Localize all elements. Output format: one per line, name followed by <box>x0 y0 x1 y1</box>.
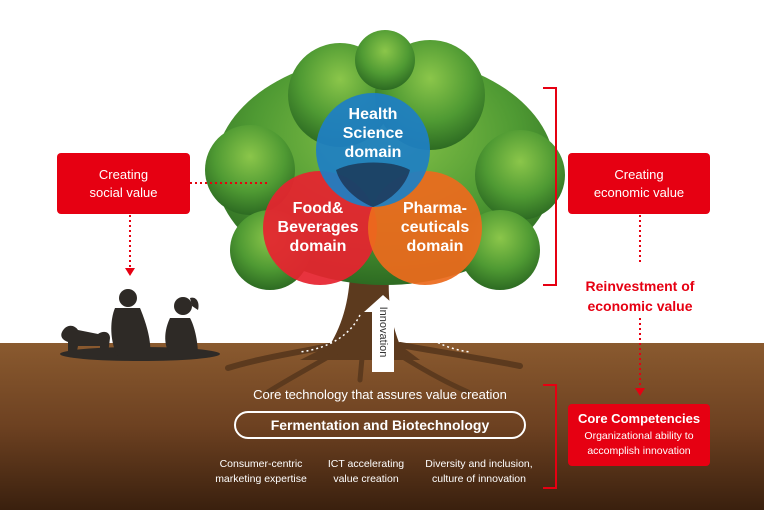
innovation-label: Innovation <box>377 306 389 358</box>
social-value-line-1: Creating <box>98 166 149 182</box>
fermentation-pill <box>234 411 526 439</box>
food-line-1: Food& <box>292 200 344 217</box>
arrow-heads <box>125 268 645 396</box>
pharma-line-3: domain <box>406 238 464 255</box>
health-line-1: Health <box>348 106 398 123</box>
overlap-center <box>336 162 410 207</box>
competency-item-ict: ICT accelerating value creation <box>316 457 416 487</box>
ict-line-2: value creation <box>333 473 399 485</box>
food-domain-label: Food& Beverages domain <box>268 199 368 256</box>
diversity-line-1: Diversity and inclusion, <box>425 458 533 470</box>
innovation-arrow <box>364 295 402 372</box>
reinvestment-text: Reinvestment of economic value <box>570 276 710 316</box>
core-competencies-box: Core Competencies Organizational ability… <box>568 404 710 466</box>
creating-economic-value-box: Creating economic value <box>568 153 710 214</box>
health-line-3: domain <box>344 144 402 161</box>
core-competencies-line-1: Organizational ability to <box>584 430 694 442</box>
root-accents <box>299 314 471 353</box>
competency-item-marketing: Consumer-centric marketing expertise <box>196 457 326 487</box>
tree-roots <box>225 342 523 395</box>
fermentation-text: Fermentation and Biotechnology <box>270 417 490 433</box>
roots-bracket <box>543 384 557 489</box>
canopy-bracket <box>543 87 557 286</box>
reinvestment-line-1: Reinvestment of <box>585 278 695 294</box>
food-line-3: domain <box>289 238 347 255</box>
competency-item-diversity: Diversity and inclusion, culture of inno… <box>414 457 544 487</box>
pharma-line-1: Pharma- <box>402 200 468 217</box>
diversity-line-2: culture of innovation <box>432 473 526 485</box>
social-value-line-2: social value <box>89 184 158 200</box>
core-competencies-line-2: accomplish innovation <box>587 445 691 457</box>
food-line-2: Beverages <box>277 219 359 236</box>
marketing-line-2: marketing expertise <box>215 473 307 485</box>
creating-social-value-box: Creating social value <box>57 153 190 214</box>
health-domain-label: Health Science domain <box>323 105 423 162</box>
ict-line-1: ICT accelerating <box>327 458 405 470</box>
reinvestment-line-2: economic value <box>587 298 693 314</box>
core-technology-text: Core technology that assures value creat… <box>253 387 507 402</box>
economic-value-line-1: Creating <box>614 166 664 182</box>
core-competencies-title: Core Competencies <box>577 411 701 426</box>
economic-value-line-2: economic value <box>593 184 685 200</box>
marketing-line-1: Consumer-centric <box>219 458 303 470</box>
health-line-2: Science <box>342 125 404 142</box>
pharma-line-2: ceuticals <box>400 219 470 236</box>
people-dog-silhouette <box>60 289 220 361</box>
pharma-domain-label: Pharma- ceuticals domain <box>387 199 483 256</box>
dotted-connectors <box>129 182 641 390</box>
